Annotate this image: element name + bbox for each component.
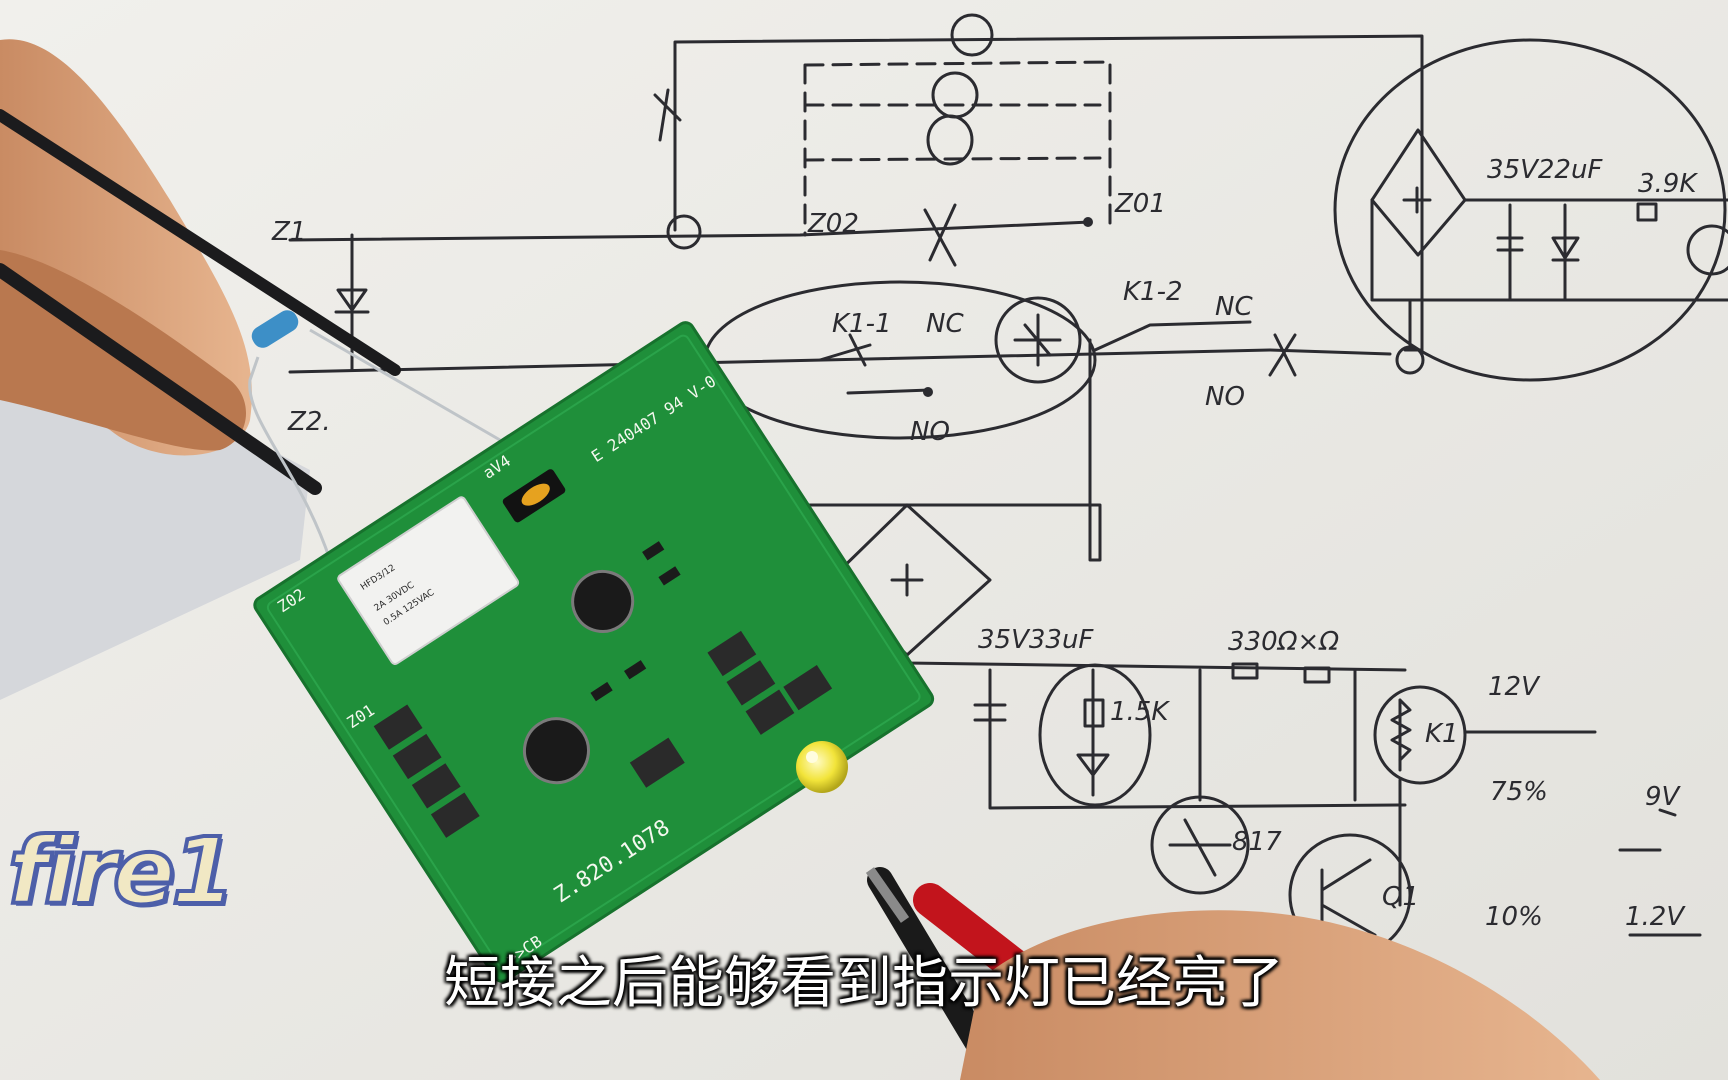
label-res-1-5k: 1.5K xyxy=(1110,697,1170,727)
label-1-2v: 1.2V xyxy=(1625,902,1686,932)
led-indicator xyxy=(796,741,848,793)
capacitor-33uf xyxy=(571,569,635,633)
relay xyxy=(337,496,520,665)
label-cap-35v22uf: 35V22uF xyxy=(1487,155,1603,185)
label-q1: Q1 xyxy=(1382,882,1419,912)
label-z2: Z2. xyxy=(287,407,331,437)
label-cap-35v33uf: 35V33uF xyxy=(978,625,1094,655)
label-nc-1: NC xyxy=(926,309,964,339)
label-k1-2: K1-2 xyxy=(1123,277,1183,307)
label-z1: Z1 xyxy=(271,217,306,247)
schematic-labels: Z1 Z2. Z02 Z01 K1-1 NC NO K1-2 NC NO 35V… xyxy=(271,155,1698,932)
label-k1-coil: K1 xyxy=(1425,719,1459,749)
label-no-2: NO xyxy=(1205,382,1245,412)
video-subtitle: 短接之后能够看到指示灯已经亮了 xyxy=(444,951,1284,1016)
label-817: 817 xyxy=(1232,827,1282,857)
pcb-board: HFD3/12 2A 30VDC 0.5A 125VAC xyxy=(253,321,935,983)
tweezers xyxy=(0,109,401,495)
led-highlight xyxy=(806,751,818,763)
label-no-1: NO xyxy=(910,417,950,447)
label-10pct: 10% xyxy=(1485,902,1543,932)
plastic-case xyxy=(0,330,310,700)
label-z02-sketch: Z02 xyxy=(807,209,859,239)
channel-logo: fire1 xyxy=(6,816,237,927)
label-res-3-9k: 3.9K xyxy=(1638,169,1698,199)
label-9v: 9V xyxy=(1645,782,1682,812)
label-75pct: 75% xyxy=(1490,777,1548,807)
label-z01-sketch: Z01 xyxy=(1114,189,1166,219)
right-hand xyxy=(960,910,1600,1080)
capacitor-22uf xyxy=(522,717,590,785)
label-res-330: 330Ω×Ω xyxy=(1228,627,1339,657)
label-k1-1: K1-1 xyxy=(832,309,892,339)
resistor-component xyxy=(248,310,501,561)
label-nc-2: NC xyxy=(1215,292,1253,322)
label-12v: 12V xyxy=(1488,672,1541,702)
